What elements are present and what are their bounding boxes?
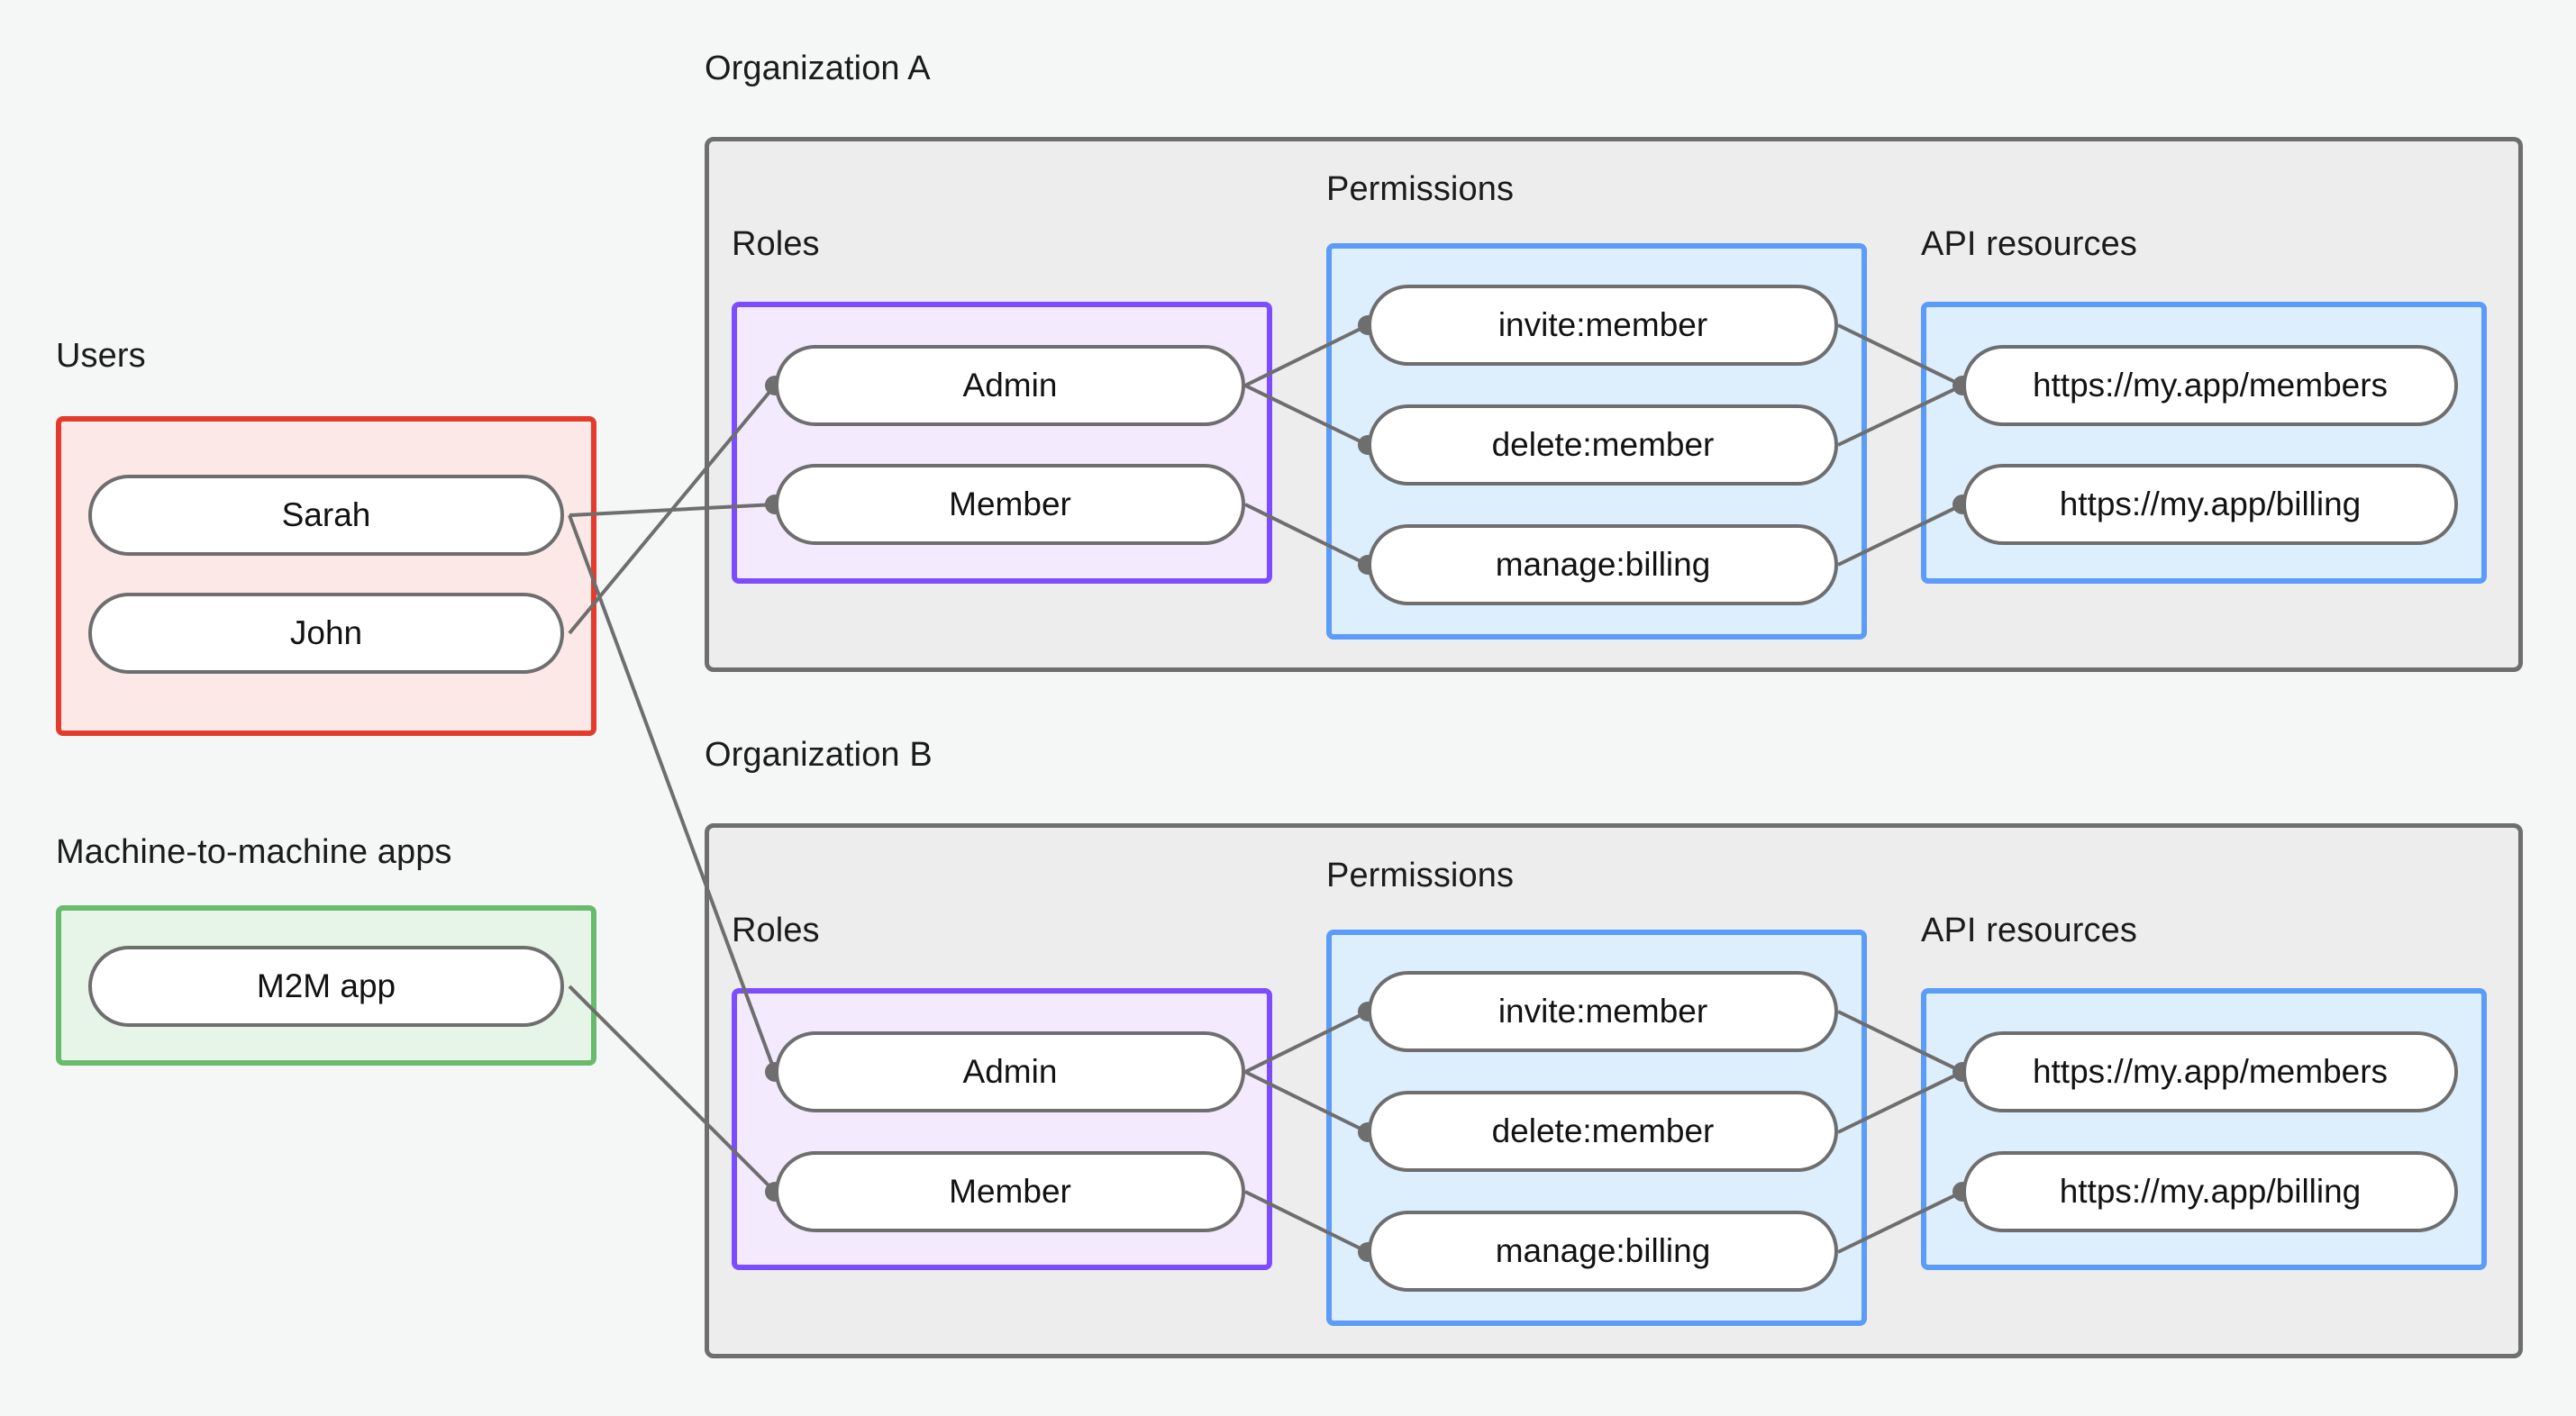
org-b-api-resources-label: API resources xyxy=(1921,912,2137,949)
m2m-group-label: Machine-to-machine apps xyxy=(56,833,452,871)
org-a-api-resource-members[interactable]: https://my.app/members xyxy=(1962,345,2458,426)
users-container xyxy=(56,416,596,736)
org-a-role-member[interactable]: Member xyxy=(775,464,1245,545)
org-a-api-resource-billing[interactable]: https://my.app/billing xyxy=(1962,464,2458,545)
org-b-api-resource-members[interactable]: https://my.app/members xyxy=(1962,1031,2458,1112)
org-a-permissions-label: Permissions xyxy=(1326,170,1515,208)
org-a-label: Organization A xyxy=(705,50,931,87)
org-a-permission-invite-member[interactable]: invite:member xyxy=(1368,285,1838,366)
org-b-roles-label: Roles xyxy=(732,912,820,949)
org-b-permission-delete-member[interactable]: delete:member xyxy=(1368,1091,1838,1172)
org-b-role-member[interactable]: Member xyxy=(775,1151,1245,1232)
m2m-node-app[interactable]: M2M app xyxy=(88,946,564,1027)
org-a-api-resources-label: API resources xyxy=(1921,225,2137,263)
org-a-permission-manage-billing[interactable]: manage:billing xyxy=(1368,524,1838,605)
users-group-label: Users xyxy=(56,337,146,375)
user-node-sarah[interactable]: Sarah xyxy=(88,475,564,556)
org-a-roles-label: Roles xyxy=(732,225,820,263)
org-a-role-admin[interactable]: Admin xyxy=(775,345,1245,426)
org-b-api-resource-billing[interactable]: https://my.app/billing xyxy=(1962,1151,2458,1232)
org-b-permission-manage-billing[interactable]: manage:billing xyxy=(1368,1211,1838,1292)
org-b-label: Organization B xyxy=(705,736,933,774)
user-node-john[interactable]: John xyxy=(88,593,564,674)
org-b-permission-invite-member[interactable]: invite:member xyxy=(1368,971,1838,1052)
org-b-role-admin[interactable]: Admin xyxy=(775,1031,1245,1112)
org-b-permissions-label: Permissions xyxy=(1326,857,1515,894)
org-a-permission-delete-member[interactable]: delete:member xyxy=(1368,404,1838,486)
